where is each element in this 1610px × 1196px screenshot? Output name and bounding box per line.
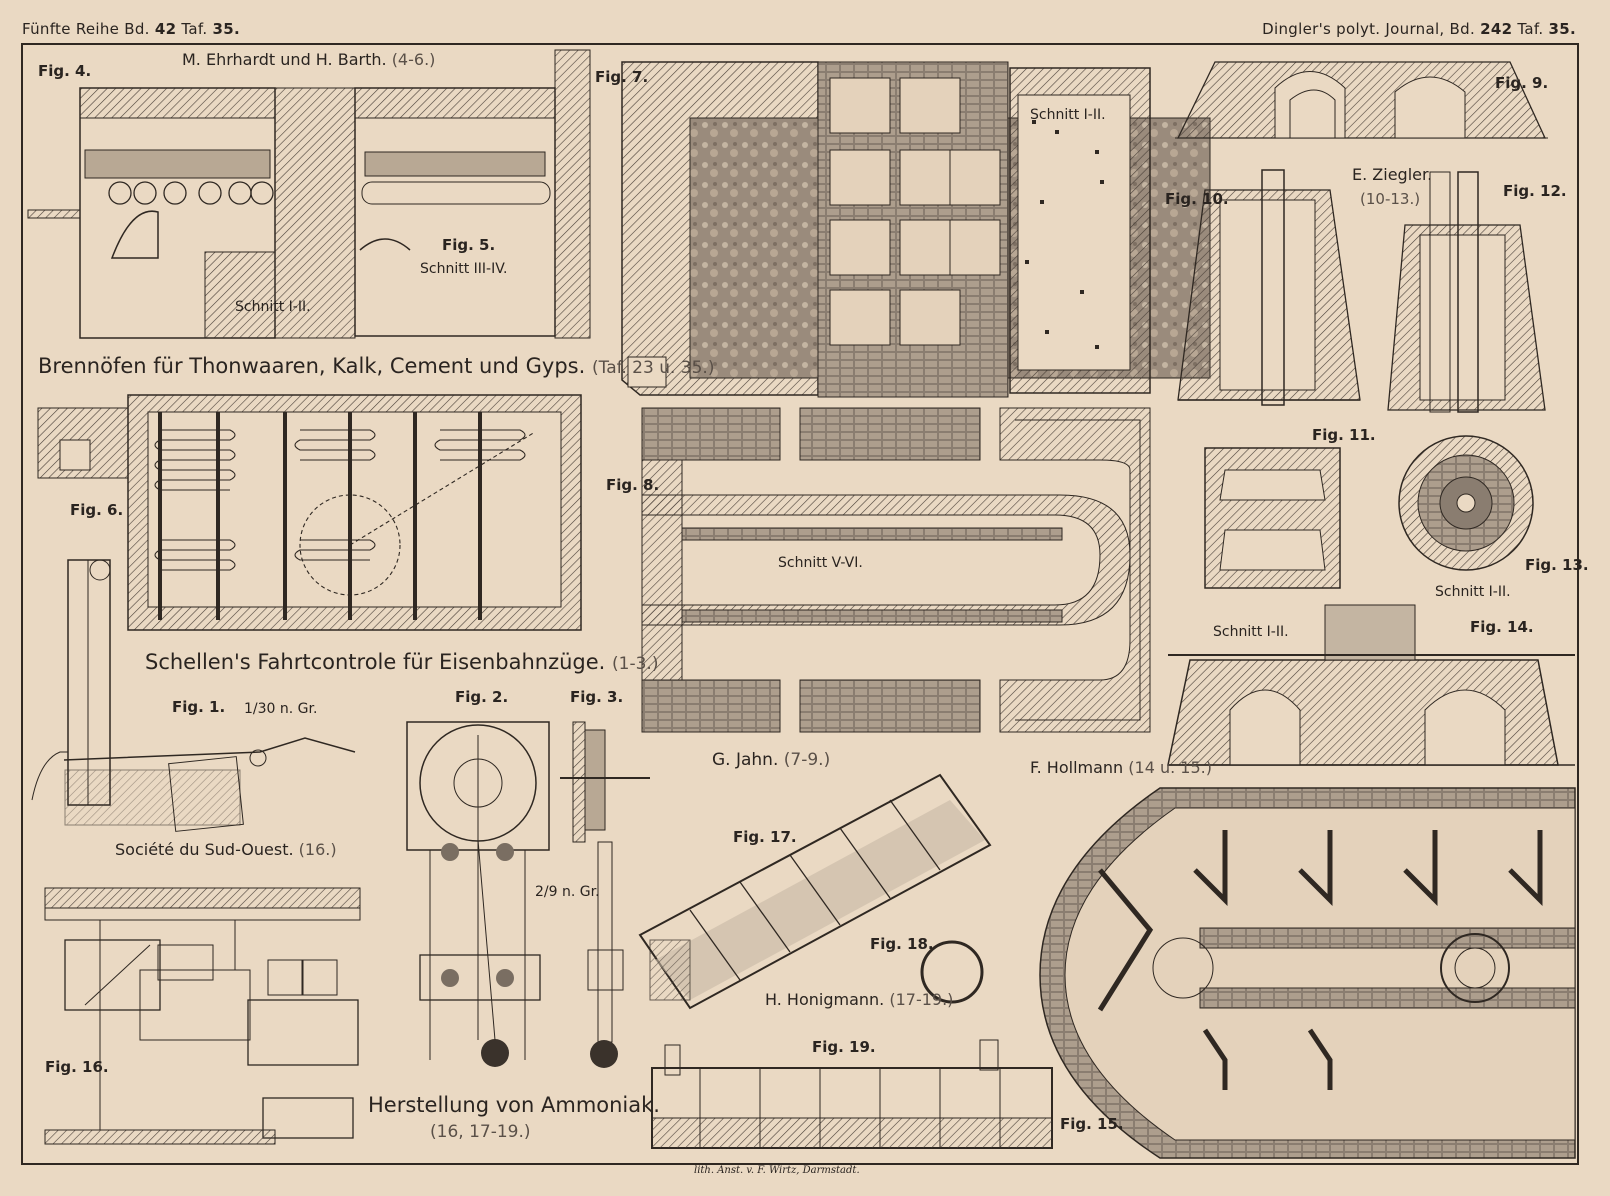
section-ammoniak-title: Herstellung von Ammoniak.: [368, 1093, 660, 1117]
fig8-drawing: [641, 407, 1151, 733]
section-brennoefen: Brennöfen für Thonwaaren, Kalk, Cement u…: [38, 356, 714, 377]
fig16-label: Fig. 16.: [45, 1058, 109, 1076]
section-ziegler-ref: (10-13.): [1360, 190, 1421, 208]
header-right: Dingler's polyt. Journal, Bd. 242 Taf. 3…: [1262, 22, 1576, 37]
fig12-label: Fig. 12.: [1503, 182, 1567, 200]
fig13-label: Fig. 13.: [1525, 556, 1589, 574]
fig18-drawing: [920, 940, 984, 1004]
section-hollmann: F. Hollmann (14 u. 15.): [1030, 760, 1212, 776]
fig4-label: Fig. 4.: [38, 62, 92, 80]
header-left: Fünfte Reihe Bd. 42 Taf. 35.: [22, 22, 240, 37]
section-jahn: G. Jahn. (7-9.): [712, 752, 830, 769]
section-ehrhardt-title: M. Ehrhardt und H. Barth.: [182, 50, 387, 69]
fig11-section-label: Schnitt I-II.: [1213, 624, 1289, 640]
fig9-label: Fig. 9.: [1495, 74, 1549, 92]
fig8-label: Fig. 8.: [606, 476, 660, 494]
header-right-taf-number: 35.: [1548, 20, 1576, 38]
fig13-section-label: Schnitt I-II.: [1435, 584, 1511, 600]
fig10-drawing: [1177, 169, 1361, 406]
section-ammoniak-ref: (16, 17-19.): [430, 1122, 531, 1142]
fig4-section-label: Schnitt I-II.: [235, 299, 311, 315]
lithographer-credit: lith. Anst. v. F. Wirtz, Darmstadt.: [694, 1165, 860, 1176]
fig19-drawing: [651, 1039, 1053, 1149]
section-ehrhardt: M. Ehrhardt und H. Barth. (4-6.): [182, 52, 435, 68]
fig5-label: Fig. 5.: [442, 236, 496, 254]
fig15-drawing: [1039, 787, 1576, 1159]
header-right-volume: 242: [1480, 20, 1513, 38]
section-societe-ref: (16.): [298, 840, 337, 859]
fig11-drawing: [1204, 447, 1341, 589]
section-societe-title: Société du Sud-Ouest.: [115, 840, 294, 859]
section-societe: Société du Sud-Ouest. (16.): [115, 842, 337, 858]
outer-frame: [21, 43, 1579, 1165]
fig17-label: Fig. 17.: [733, 828, 797, 846]
header-left-taf: Taf.: [181, 20, 208, 38]
header-left-taf-number: 35.: [212, 20, 240, 38]
fig12-drawing: [1387, 171, 1546, 413]
section-brennoefen-title: Brennöfen für Thonwaaren, Kalk, Cement u…: [38, 354, 586, 378]
header-left-volume: 42: [154, 20, 177, 38]
section-brennoefen-ref: (Taf. 23 u. 35.): [592, 358, 715, 378]
fig7-label: Fig. 7.: [595, 68, 649, 86]
fig2-label: Fig. 2.: [455, 688, 509, 706]
fig10-label: Fig. 10.: [1165, 190, 1229, 208]
fig14-label: Fig. 14.: [1470, 618, 1534, 636]
header-right-prefix: Dingler's polyt. Journal, Bd.: [1262, 20, 1476, 38]
fig6-label: Fig. 6.: [70, 501, 124, 519]
fig1-scale: 1/30 n. Gr.: [244, 701, 318, 717]
fig6-drawing: [37, 394, 582, 631]
fig9-drawing: [1175, 61, 1548, 139]
section-ehrhardt-ref: (4-6.): [391, 50, 436, 69]
section-ziegler-title: E. Ziegler.: [1352, 165, 1433, 184]
fig8-section-label: Schnitt V-VI.: [778, 555, 863, 571]
fig3-drawing: [560, 721, 650, 1068]
fig7-section-label: Schnitt I-II.: [1030, 107, 1106, 123]
section-schellen-ref: (1-3.): [612, 654, 659, 674]
section-schellen-title: Schellen's Fahrtcontrole für Eisenbahnzü…: [145, 650, 606, 674]
fig4-drawing: [27, 87, 356, 339]
section-hollmann-title: F. Hollmann: [1030, 758, 1124, 777]
section-hollmann-ref: (14 u. 15.): [1128, 758, 1212, 777]
fig14-drawing: [1167, 604, 1575, 766]
fig15-label: Fig. 15.: [1060, 1115, 1124, 1133]
section-jahn-ref: (7-9.): [783, 750, 831, 770]
section-jahn-title: G. Jahn.: [712, 750, 779, 770]
section-schellen: Schellen's Fahrtcontrole für Eisenbahnzü…: [145, 652, 658, 673]
fig19-label: Fig. 19.: [812, 1038, 876, 1056]
section-honigmann-ref: (17-19.): [889, 990, 954, 1009]
fig18-label: Fig. 18.: [870, 935, 934, 953]
header-right-taf: Taf.: [1517, 20, 1544, 38]
fig5-section-label: Schnitt III-IV.: [420, 261, 508, 277]
fig3-label: Fig. 3.: [570, 688, 624, 706]
fig11-label: Fig. 11.: [1312, 426, 1376, 444]
fig7-drawing: [621, 61, 1211, 398]
fig2-drawing: [406, 721, 550, 1067]
fig1-label: Fig. 1.: [172, 698, 226, 716]
section-honigmann-title: H. Honigmann.: [765, 990, 885, 1009]
fig16-drawing: [44, 887, 361, 1145]
header-left-prefix: Fünfte Reihe Bd.: [22, 20, 150, 38]
fig17-drawing: [638, 773, 992, 1010]
fig3-scale: 2/9 n. Gr.: [535, 884, 600, 900]
section-honigmann: H. Honigmann. (17-19.): [765, 992, 953, 1008]
fig5-drawing: [354, 49, 591, 339]
fig1-drawing: [31, 559, 356, 832]
fig13-drawing: [1398, 435, 1534, 571]
